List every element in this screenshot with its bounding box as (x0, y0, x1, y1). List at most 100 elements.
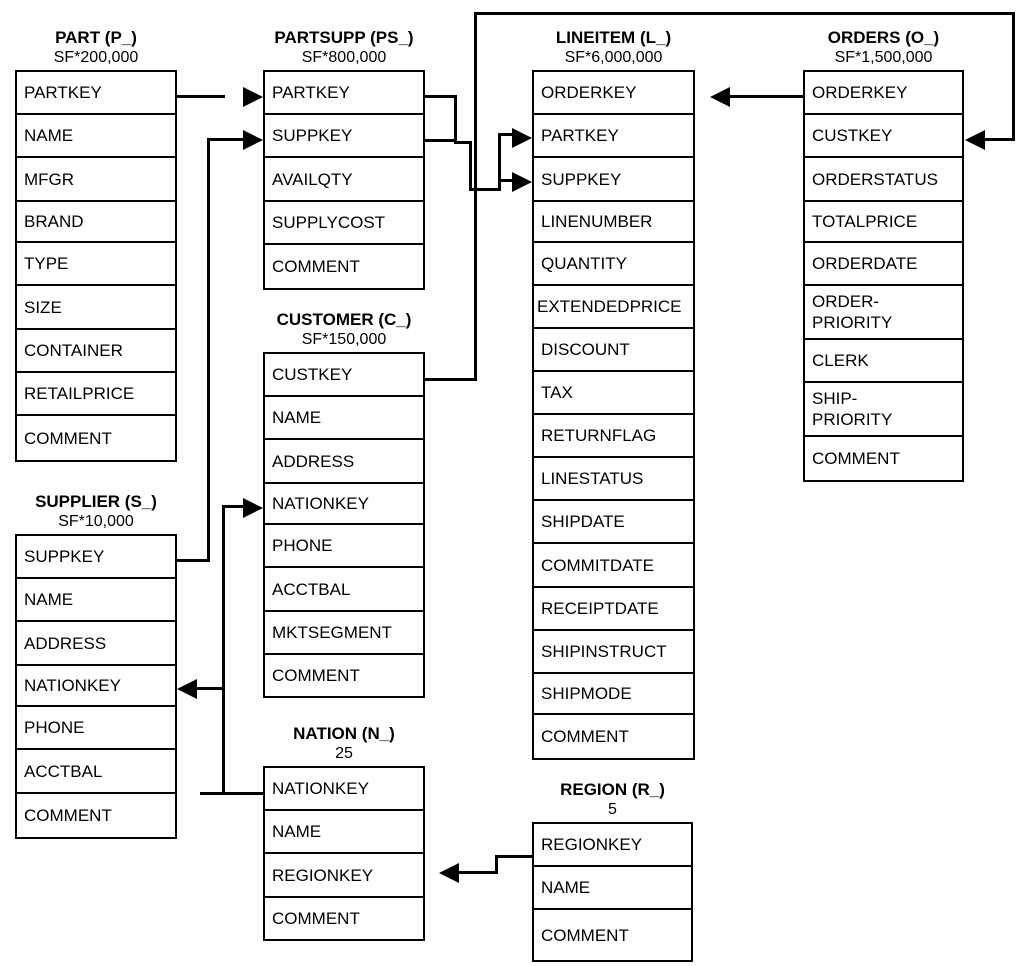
connector-part-partkey-to-partsupp (177, 95, 225, 98)
field-lineitem-comment: COMMENT (534, 715, 693, 758)
arrowhead-partsupp-partkey (243, 87, 263, 107)
field-lineitem-discount: DISCOUNT (534, 329, 693, 372)
field-orders-shippriority-line2: PRIORITY (812, 410, 893, 429)
field-orders-orderpriority-line2: PRIORITY (812, 313, 893, 332)
connector-region-regionkey-h2 (459, 871, 498, 874)
field-lineitem-extendedprice: EXTENDEDPRICE (534, 286, 693, 329)
table-nation-cardinality: 25 (335, 745, 353, 762)
field-lineitem-orderkey: ORDERKEY (534, 72, 693, 115)
table-nation-title: NATION (N_) (293, 724, 395, 743)
connector-supplier-suppkey-v (207, 138, 210, 562)
connector-partsupp-suppkey-h1 (425, 139, 457, 142)
field-lineitem-quantity: QUANTITY (534, 243, 693, 286)
connector-customer-custkey-h-out (425, 378, 477, 381)
field-lineitem-partkey: PARTKEY (534, 115, 693, 158)
field-nation-regionkey: REGIONKEY (265, 854, 423, 898)
field-region-name: NAME (534, 867, 691, 910)
table-lineitem-cardinality: SF*6,000,000 (564, 49, 663, 66)
field-part-container: CONTAINER (17, 330, 175, 373)
field-region-regionkey: REGIONKEY (534, 824, 691, 867)
connector-partsupp-partkey-h1 (425, 95, 457, 98)
connector-customer-nationkey-in (222, 505, 243, 508)
connector-orders-orderkey-to-lineitem (730, 95, 803, 98)
field-part-retailprice: RETAILPRICE (17, 373, 175, 416)
table-customer-title: CUSTOMER (C_) (276, 310, 412, 329)
field-lineitem-receiptdate: RECEIPTDATE (534, 588, 693, 631)
field-customer-acctbal: ACCTBAL (265, 568, 423, 612)
field-part-type: TYPE (17, 243, 175, 286)
field-orders-orderpriority-line1: ORDER- (812, 292, 880, 311)
field-orders-orderstatus: ORDERSTATUS (805, 158, 962, 202)
field-part-name: NAME (17, 115, 175, 158)
connector-supplier-nationkey-in (197, 687, 225, 690)
field-customer-custkey: CUSTKEY (265, 354, 423, 397)
field-orders-orderkey: ORDERKEY (805, 72, 962, 115)
table-customer: CUSTOMER (C_) SF*150,000 CUSTKEY NAME AD… (263, 310, 425, 698)
field-part-mfgr: MFGR (17, 158, 175, 202)
arrowhead-partsupp-suppkey (243, 130, 263, 150)
connector-nation-nationkey-v (222, 505, 225, 794)
table-part-title: PART (P_) (55, 28, 137, 47)
field-nation-comment: COMMENT (265, 898, 423, 939)
field-orders-custkey: CUSTKEY (805, 115, 962, 158)
connector-lineitem-partkey-in (498, 133, 518, 136)
field-customer-mktsegment: MKTSEGMENT (265, 612, 423, 655)
field-supplier-suppkey: SUPPKEY (17, 536, 175, 579)
table-region-fields: REGIONKEY NAME COMMENT (532, 822, 693, 962)
connector-supplier-suppkey-h-in (207, 138, 243, 141)
field-partsupp-comment: COMMENT (265, 245, 423, 288)
field-part-comment: COMMENT (17, 416, 175, 460)
field-customer-name: NAME (265, 397, 423, 440)
field-orders-orderpriority: ORDER- PRIORITY (805, 286, 962, 340)
table-lineitem: LINEITEM (L_) SF*6,000,000 ORDERKEY PART… (532, 28, 695, 760)
field-customer-address: ADDRESS (265, 440, 423, 484)
table-nation: NATION (N_) 25 NATIONKEY NAME REGIONKEY … (263, 724, 425, 941)
field-lineitem-returnflag: RETURNFLAG (534, 415, 693, 458)
field-supplier-nationkey: NATIONKEY (17, 666, 175, 707)
field-lineitem-linestatus: LINESTATUS (534, 458, 693, 501)
connector-partsupp-partkey-v2 (469, 141, 472, 191)
connector-partsupp-partkey-v1 (454, 95, 457, 144)
arrowhead-orders-custkey (965, 130, 985, 150)
field-orders-totalprice: TOTALPRICE (805, 202, 962, 243)
field-part-size: SIZE (17, 286, 175, 330)
field-part-brand: BRAND (17, 202, 175, 243)
table-part: PART (P_) SF*200,000 PARTKEY NAME MFGR B… (15, 28, 177, 462)
field-lineitem-linenumber: LINENUMBER (534, 202, 693, 243)
table-region: REGION (R_) 5 REGIONKEY NAME COMMENT (532, 780, 693, 962)
table-supplier-fields: SUPPKEY NAME ADDRESS NATIONKEY PHONE ACC… (15, 534, 177, 839)
table-orders-fields: ORDERKEY CUSTKEY ORDERSTATUS TOTALPRICE … (803, 70, 964, 482)
field-region-comment: COMMENT (534, 910, 691, 960)
table-lineitem-fields: ORDERKEY PARTKEY SUPPKEY LINENUMBER QUAN… (532, 70, 695, 760)
field-lineitem-shipmode: SHIPMODE (534, 674, 693, 715)
field-supplier-acctbal: ACCTBAL (17, 750, 175, 794)
table-orders: ORDERS (O_) SF*1,500,000 ORDERKEY CUSTKE… (803, 28, 964, 482)
field-customer-phone: PHONE (265, 525, 423, 568)
connector-customer-custkey-v-up (474, 12, 477, 381)
connector-region-regionkey-v (495, 855, 498, 873)
table-partsupp-fields: PARTKEY SUPPKEY AVAILQTY SUPPLYCOST COMM… (263, 70, 425, 290)
field-supplier-address: ADDRESS (17, 622, 175, 666)
connector-orders-custkey-in (985, 138, 1015, 141)
field-partsupp-suppkey: SUPPKEY (265, 115, 423, 158)
table-supplier-title: SUPPLIER (S_) (35, 492, 157, 511)
table-part-cardinality: SF*200,000 (53, 49, 139, 66)
connector-region-regionkey-h1 (495, 855, 534, 858)
field-nation-nationkey: NATIONKEY (265, 768, 423, 811)
table-supplier: SUPPLIER (S_) SF*10,000 SUPPKEY NAME ADD… (15, 492, 177, 839)
connector-partsupp-partkey-h2 (454, 141, 472, 144)
table-supplier-cardinality: SF*10,000 (58, 513, 134, 530)
table-nation-fields: NATIONKEY NAME REGIONKEY COMMENT (263, 766, 425, 941)
field-orders-comment: COMMENT (805, 437, 962, 480)
field-nation-name: NAME (265, 811, 423, 854)
field-orders-shippriority-line1: SHIP- (812, 389, 858, 408)
field-lineitem-suppkey: SUPPKEY (534, 158, 693, 202)
field-partsupp-supplycost: SUPPLYCOST (265, 202, 423, 245)
connector-nation-nationkey-h-out (200, 792, 265, 795)
field-supplier-name: NAME (17, 579, 175, 622)
arrowhead-lineitem-orderkey (710, 87, 730, 107)
field-part-partkey: PARTKEY (17, 72, 175, 115)
table-partsupp-title: PARTSUPP (PS_) (274, 28, 414, 47)
field-partsupp-partkey: PARTKEY (265, 72, 423, 115)
